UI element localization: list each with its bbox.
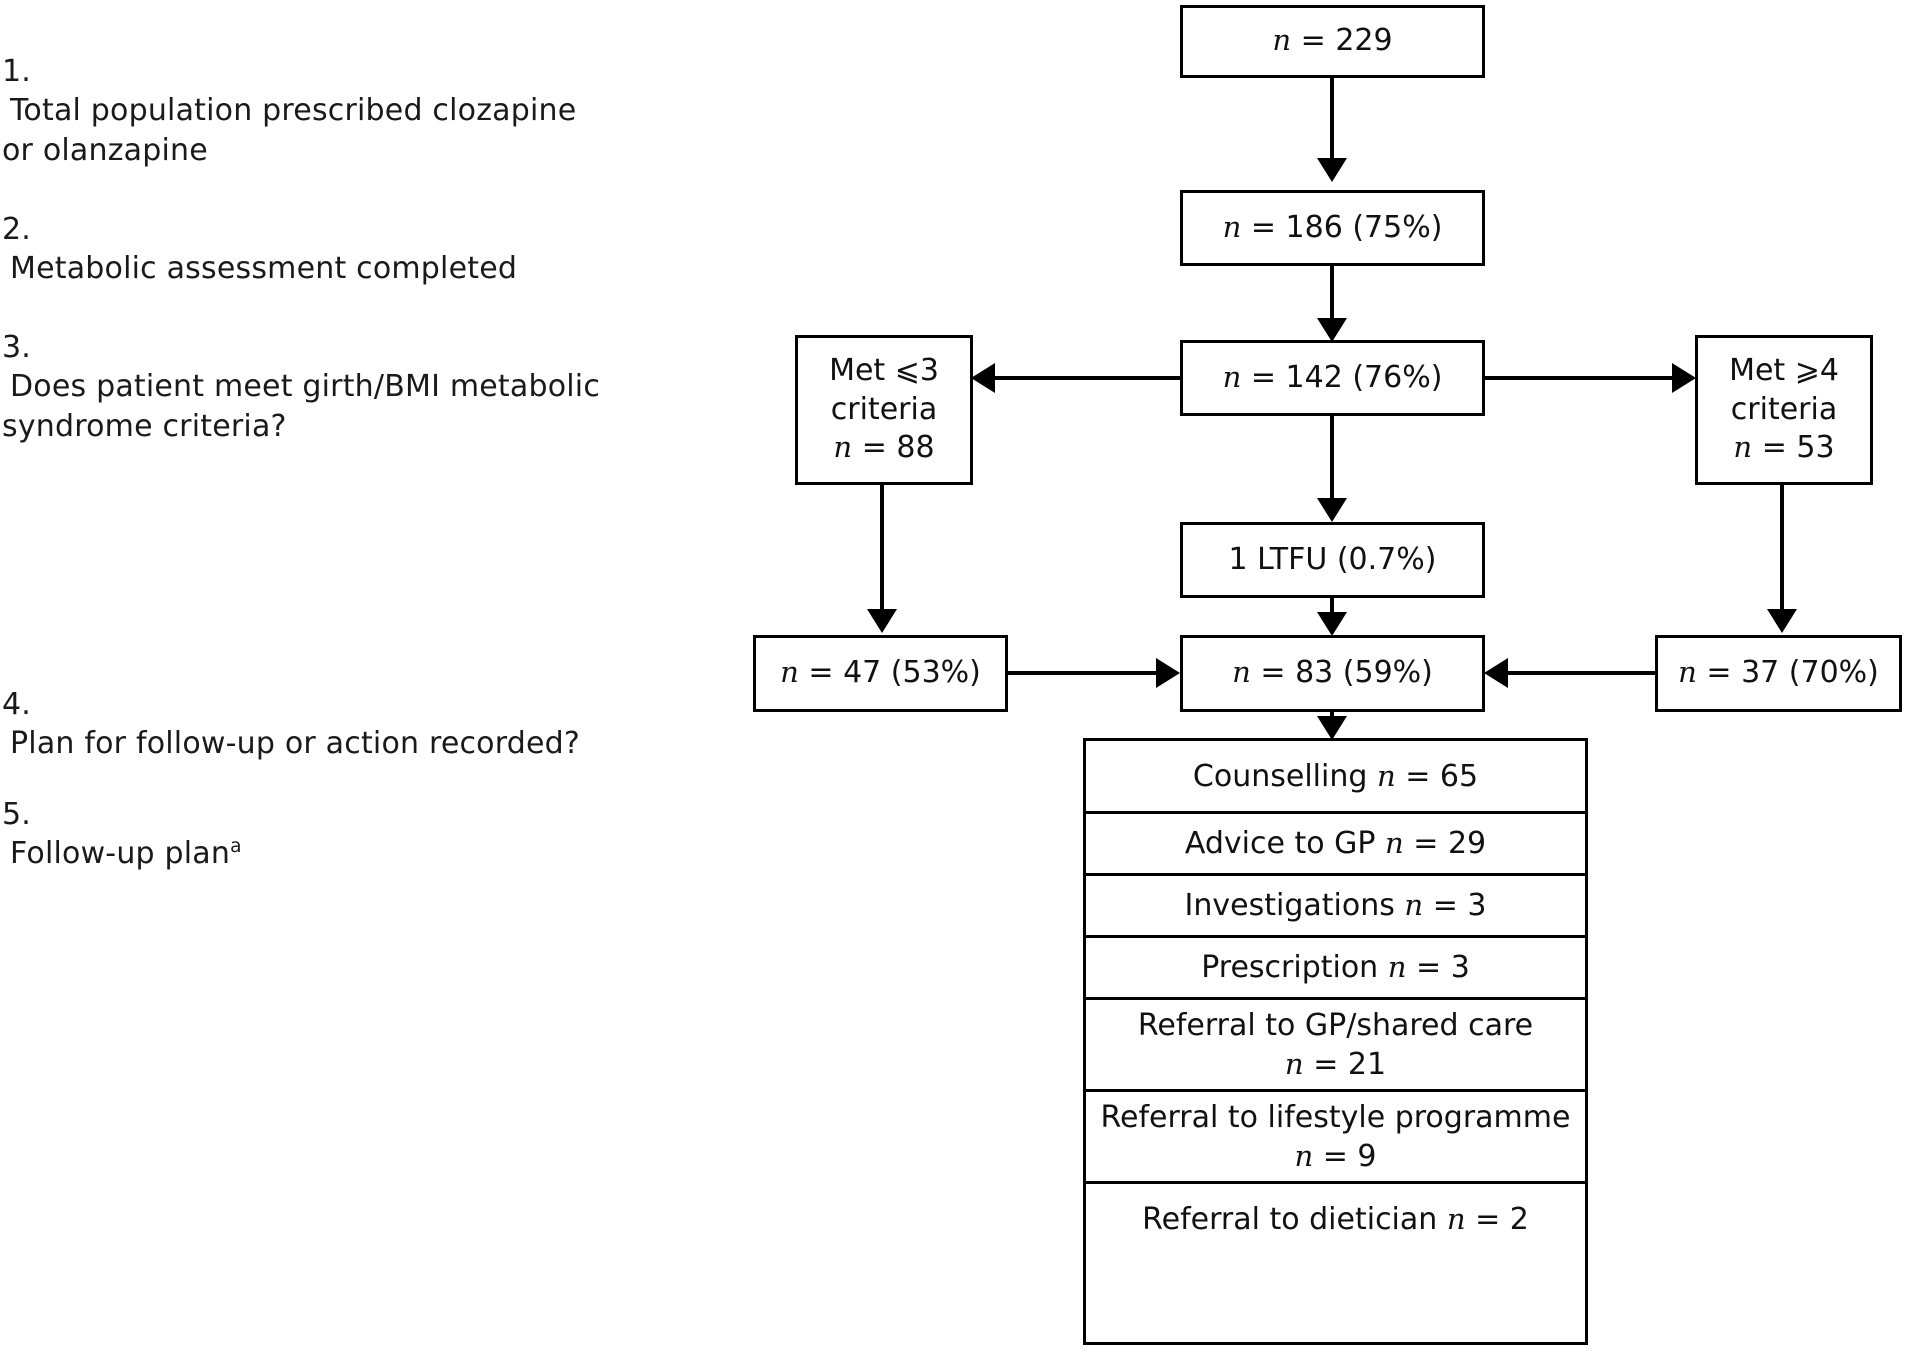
node-meets-criteria: n = 142 (76%)	[1180, 340, 1485, 416]
arrowhead-criteria-to-met-le3	[971, 363, 995, 393]
followup-item-counselling-label: Counselling n = 65	[1192, 758, 1479, 794]
connector-met-le3-to-plan-left	[880, 485, 884, 611]
connector-plan-left-to-centre	[1007, 671, 1157, 675]
step-4-number: 4.	[2, 686, 32, 722]
step-4-text: Plan for follow-up or action recorded?	[10, 726, 580, 762]
connector-criteria-to-met-le3	[995, 376, 1183, 380]
node-plan-right-label: n = 37 (70%)	[1678, 655, 1879, 691]
node-met-ge4: Met ⩾4 criteria n = 53	[1695, 335, 1873, 485]
node-plan-left-label: n = 47 (53%)	[780, 655, 981, 691]
arrowhead-met-ge4-to-plan-right	[1767, 609, 1797, 633]
step-label-2: 2. Metabolic assessment completed	[2, 170, 622, 289]
followup-item-investigations: Investigations n = 3	[1086, 876, 1585, 938]
arrowhead-assessment-to-criteria	[1317, 318, 1347, 342]
followup-item-prescription: Prescription n = 3	[1086, 938, 1585, 1000]
step-5-text: Follow-up plan	[10, 836, 231, 872]
connector-criteria-to-met-ge4	[1484, 376, 1672, 380]
connector-criteria-to-ltfu	[1330, 416, 1334, 500]
node-plan-right: n = 37 (70%)	[1655, 635, 1902, 712]
node-ltfu-label: 1 LTFU (0.7%)	[1228, 541, 1437, 577]
node-met-ge4-line1: Met ⩾4	[1729, 353, 1839, 389]
node-met-le3-line2: criteria	[830, 391, 938, 427]
arrowhead-plan-centre-to-followup	[1317, 716, 1347, 740]
followup-item-advice-to-gp: Advice to GP n = 29	[1086, 814, 1585, 876]
node-met-le3-line3: n = 88	[833, 430, 935, 466]
step-label-4: 4. Plan for follow-up or action recorded…	[2, 645, 642, 764]
arrowhead-total-to-assessment	[1317, 158, 1347, 182]
step-1-text: Total population prescribed clozapine or…	[2, 93, 577, 168]
followup-item-referral-lifestyle-programme-label: Referral to lifestyle programme n = 9	[1100, 1099, 1571, 1174]
followup-plan-stack: Counselling n = 65 Advice to GP n = 29 I…	[1083, 738, 1588, 1345]
connector-assessment-to-criteria	[1330, 266, 1334, 322]
arrowhead-criteria-to-ltfu	[1317, 498, 1347, 522]
node-meets-criteria-label: n = 142 (76%)	[1222, 359, 1443, 395]
arrowhead-met-le3-to-plan-left	[867, 609, 897, 633]
followup-item-investigations-label: Investigations n = 3	[1184, 888, 1487, 923]
step-label-3: 3. Does patient meet girth/BMI metabolic…	[2, 288, 642, 446]
followup-item-referral-gp-shared-care: Referral to GP/shared care n = 21	[1086, 1000, 1585, 1092]
step-2-number: 2.	[2, 211, 32, 247]
connector-total-to-assessment	[1330, 78, 1334, 160]
step-label-5: 5. Follow-up plana	[2, 755, 642, 874]
node-total-population-label: n = 229	[1272, 23, 1393, 59]
node-plan-left: n = 47 (53%)	[753, 635, 1008, 712]
node-met-le3-line1: Met ⩽3	[829, 353, 939, 389]
connector-plan-right-to-centre	[1508, 671, 1656, 675]
arrowhead-ltfu-to-plan-centre	[1317, 612, 1347, 636]
followup-item-prescription-label: Prescription n = 3	[1201, 950, 1470, 985]
followup-item-counselling: Counselling n = 65	[1086, 741, 1585, 814]
step-5-footnote-marker: a	[230, 836, 242, 858]
arrowhead-plan-right-to-centre	[1484, 658, 1508, 688]
node-total-population: n = 229	[1180, 5, 1485, 78]
step-5-number: 5.	[2, 796, 32, 832]
step-label-1: 1. Total population prescribed clozapine…	[2, 12, 622, 170]
arrowhead-plan-left-to-centre	[1156, 658, 1180, 688]
node-met-ge4-line3: n = 53	[1733, 430, 1835, 466]
step-3-text: Does patient meet girth/BMI metabolic sy…	[2, 369, 601, 444]
followup-item-referral-dietician-label: Referral to dietician n = 2	[1142, 1201, 1529, 1237]
arrowhead-criteria-to-met-ge4	[1672, 363, 1696, 393]
connector-met-ge4-to-plan-right	[1780, 485, 1784, 611]
node-plan-centre-label: n = 83 (59%)	[1232, 655, 1433, 691]
node-met-le3: Met ⩽3 criteria n = 88	[795, 335, 973, 485]
node-ltfu: 1 LTFU (0.7%)	[1180, 522, 1485, 598]
followup-item-referral-dietician: Referral to dietician n = 2	[1086, 1184, 1585, 1254]
node-met-ge4-line2: criteria	[1730, 391, 1838, 427]
followup-item-advice-to-gp-label: Advice to GP n = 29	[1184, 826, 1487, 861]
node-assessment-completed-label: n = 186 (75%)	[1222, 209, 1443, 245]
node-assessment-completed: n = 186 (75%)	[1180, 190, 1485, 266]
step-2-text: Metabolic assessment completed	[10, 251, 518, 287]
step-3-number: 3.	[2, 329, 32, 365]
step-1-number: 1.	[2, 53, 32, 89]
followup-item-referral-lifestyle-programme: Referral to lifestyle programme n = 9	[1086, 1092, 1585, 1184]
followup-item-referral-gp-shared-care-label: Referral to GP/shared care n = 21	[1137, 1007, 1534, 1082]
node-plan-centre: n = 83 (59%)	[1180, 635, 1485, 712]
connector-ltfu-to-plan-centre	[1330, 598, 1334, 616]
